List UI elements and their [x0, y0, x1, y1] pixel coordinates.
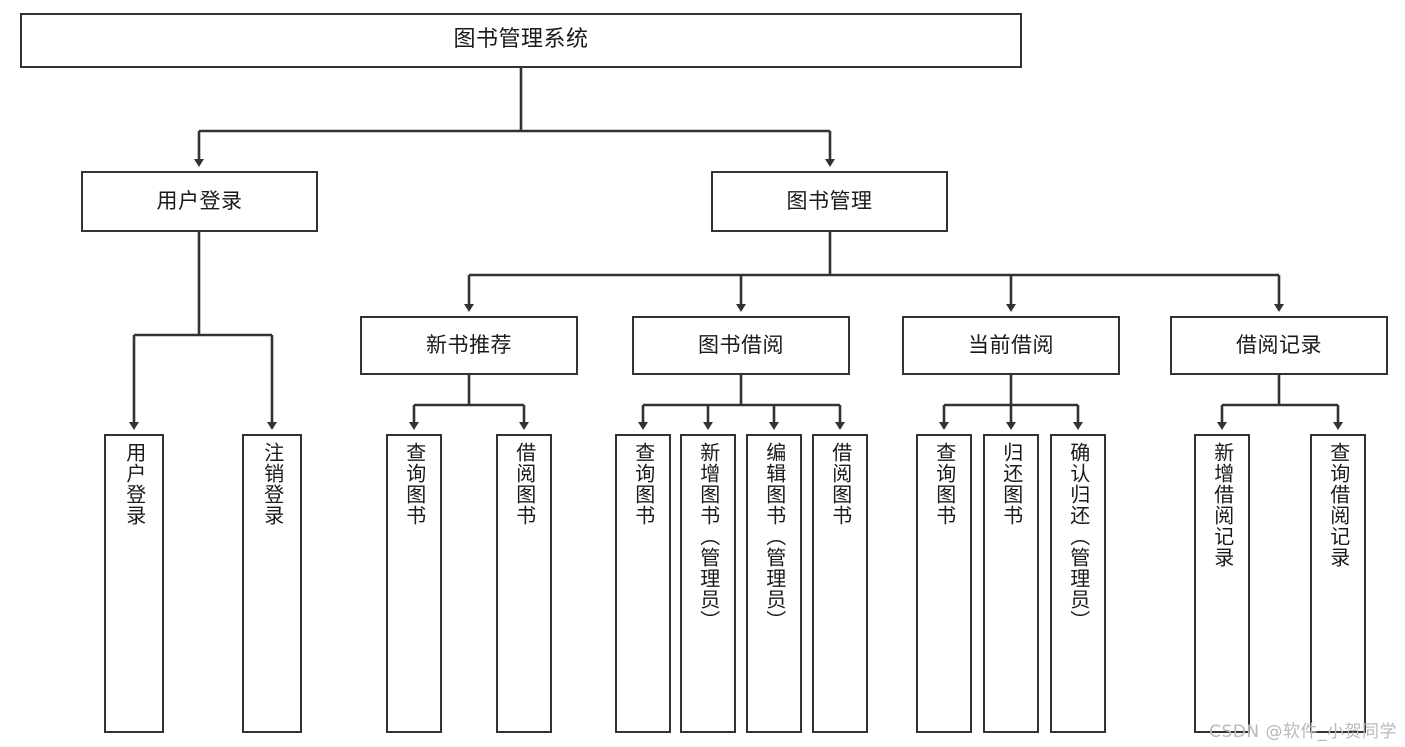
node-book-management[interactable]: 图书管理	[711, 171, 948, 232]
node-leaf-user-login[interactable]: 用户登录	[104, 434, 164, 733]
node-leaf-return-book[interactable]: 归还图书	[983, 434, 1039, 733]
node-new-book-recommend-label: 新书推荐	[426, 332, 512, 357]
node-leaf-add-record[interactable]: 新增借阅记录	[1194, 434, 1250, 733]
node-leaf-query-book-3[interactable]: 查询图书	[916, 434, 972, 733]
node-leaf-borrow-book-1-label: 借阅图书	[512, 442, 537, 526]
node-book-management-label: 图书管理	[786, 188, 873, 213]
node-user-login-label: 用户登录	[156, 188, 243, 213]
node-leaf-logout[interactable]: 注销登录	[242, 434, 302, 733]
node-leaf-confirm-return-label: 确认归还（管理员）	[1066, 442, 1091, 631]
node-leaf-query-record[interactable]: 查询借阅记录	[1310, 434, 1366, 733]
node-new-book-recommend[interactable]: 新书推荐	[360, 316, 578, 375]
node-leaf-logout-label: 注销登录	[260, 442, 285, 526]
node-root-label: 图书管理系统	[453, 27, 589, 53]
node-user-login[interactable]: 用户登录	[81, 171, 318, 232]
node-book-borrow[interactable]: 图书借阅	[632, 316, 850, 375]
node-leaf-query-book-2[interactable]: 查询图书	[615, 434, 671, 733]
node-leaf-return-book-label: 归还图书	[999, 442, 1024, 526]
node-leaf-add-record-label: 新增借阅记录	[1210, 442, 1235, 568]
node-leaf-borrow-book-1[interactable]: 借阅图书	[496, 434, 552, 733]
node-leaf-query-book-2-label: 查询图书	[631, 442, 656, 526]
node-current-borrow-label: 当前借阅	[968, 332, 1054, 357]
node-root[interactable]: 图书管理系统	[20, 13, 1022, 68]
node-leaf-user-login-label: 用户登录	[122, 442, 147, 526]
node-leaf-query-record-label: 查询借阅记录	[1326, 442, 1351, 568]
csdn-watermark: CSDN @软件_小贺同学	[1209, 722, 1397, 742]
node-leaf-query-book-1[interactable]: 查询图书	[386, 434, 442, 733]
node-leaf-edit-book-label: 编辑图书（管理员）	[762, 442, 787, 631]
node-leaf-borrow-book-2-label: 借阅图书	[828, 442, 853, 526]
node-leaf-confirm-return[interactable]: 确认归还（管理员）	[1050, 434, 1106, 733]
node-leaf-edit-book[interactable]: 编辑图书（管理员）	[746, 434, 802, 733]
node-leaf-add-book-label: 新增图书（管理员）	[696, 442, 721, 631]
node-book-borrow-label: 图书借阅	[698, 332, 784, 357]
node-borrow-record-label: 借阅记录	[1236, 332, 1322, 357]
node-leaf-query-book-1-label: 查询图书	[402, 442, 427, 526]
node-borrow-record[interactable]: 借阅记录	[1170, 316, 1388, 375]
node-leaf-borrow-book-2[interactable]: 借阅图书	[812, 434, 868, 733]
node-leaf-add-book[interactable]: 新增图书（管理员）	[680, 434, 736, 733]
node-leaf-query-book-3-label: 查询图书	[932, 442, 957, 526]
node-current-borrow[interactable]: 当前借阅	[902, 316, 1120, 375]
